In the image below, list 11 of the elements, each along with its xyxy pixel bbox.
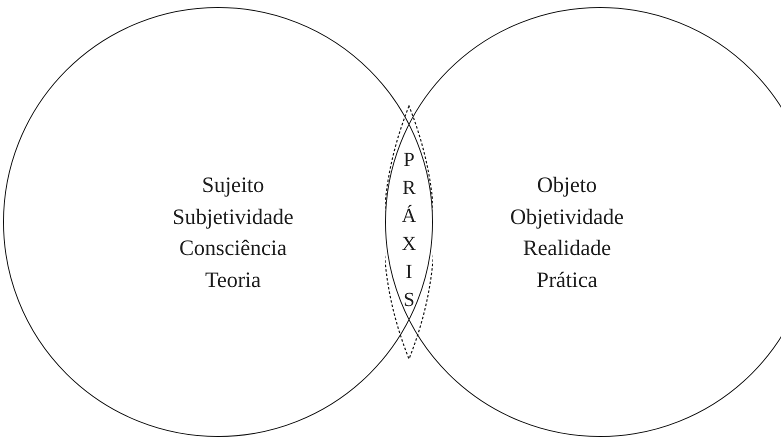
term-label: Consciência	[178, 234, 288, 262]
term-label: Subjetividade	[172, 202, 294, 231]
term-label: Teoria	[204, 266, 262, 294]
term-label: Sujeito	[200, 171, 266, 199]
vertical-label: PRÁXIS	[399, 148, 419, 316]
term-label: Objeto	[536, 171, 598, 199]
term-label: Prática	[535, 266, 599, 294]
venn-circle	[385, 7, 781, 437]
term-label: Realidade	[522, 234, 612, 262]
term-label: Objetividade	[509, 202, 625, 231]
venn-circle	[3, 7, 433, 437]
